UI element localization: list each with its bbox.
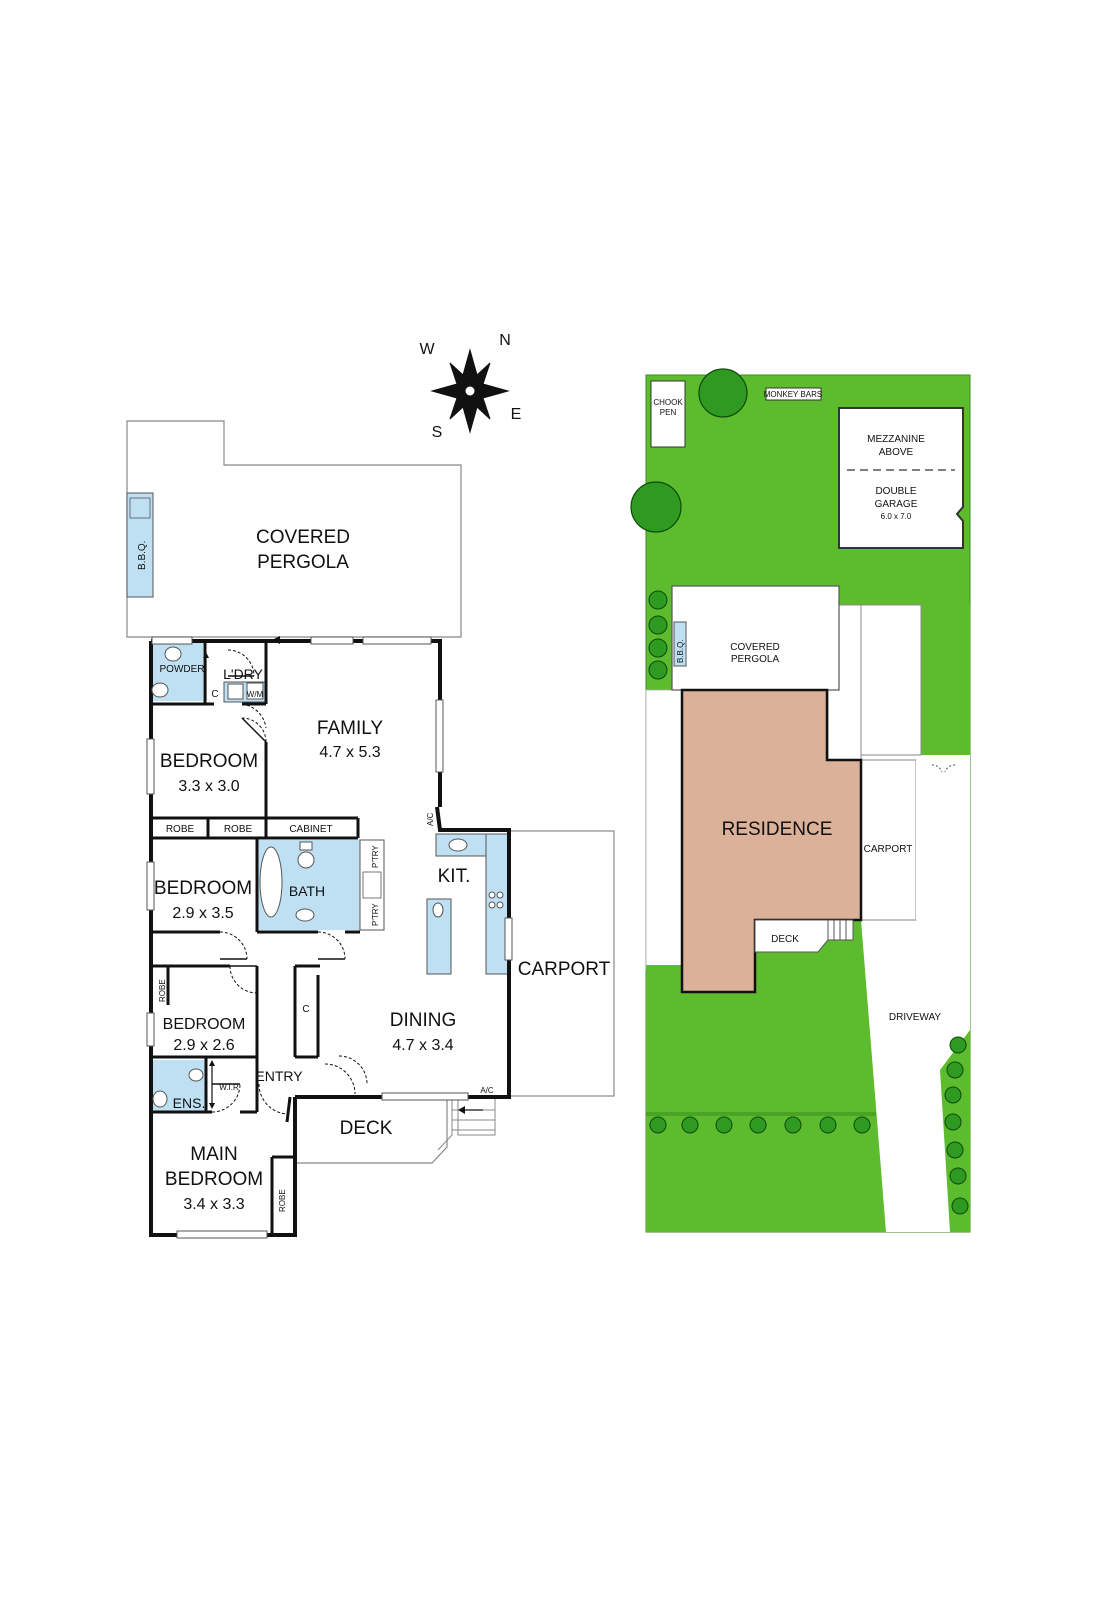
compass-w-label: W bbox=[419, 341, 435, 358]
garage-size: 6.0 x 7.0 bbox=[881, 512, 912, 521]
chook-pen bbox=[650, 380, 686, 448]
site-bbq-label: B.B.Q. bbox=[676, 639, 685, 663]
cabinet-label: CABINET bbox=[289, 824, 332, 835]
family-name: FAMILY bbox=[317, 718, 383, 739]
bedroom1-size: 3.3 x 3.0 bbox=[178, 778, 239, 795]
compass-s-label: S bbox=[432, 424, 443, 441]
lawn-front-left bbox=[646, 920, 886, 1232]
robe4-label: ROBE bbox=[278, 1189, 287, 1212]
ac1-label: A/C bbox=[426, 812, 435, 826]
site-pergola bbox=[671, 585, 840, 691]
chook-pen-line1: CHOOK bbox=[653, 398, 683, 407]
mezzanine-line1: MEZZANINE bbox=[867, 434, 925, 445]
site-pergola-line2: PERGOLA bbox=[731, 654, 780, 665]
bedroom2-name: BEDROOM bbox=[154, 878, 252, 899]
compass-e-label: E bbox=[511, 406, 522, 423]
robe1-label: ROBE bbox=[166, 824, 195, 835]
bedroom3-name: BEDROOM bbox=[163, 1016, 246, 1033]
side-path bbox=[645, 689, 683, 971]
driveway-label: DRIVEWAY bbox=[889, 1012, 942, 1023]
site-plan: MEZZANINE ABOVE DOUBLE GARAGE 6.0 x 7.0 … bbox=[630, 368, 971, 1233]
residence bbox=[680, 688, 863, 994]
washing-machine-label: W/M bbox=[247, 690, 264, 699]
windows bbox=[146, 636, 513, 1239]
monkey-bars-label: MONKEY BARS bbox=[764, 390, 823, 399]
shrubs bbox=[648, 590, 969, 1215]
main-bedroom-name-line1: MAIN bbox=[190, 1144, 238, 1165]
pergola-label-line2: PERGOLA bbox=[257, 552, 349, 573]
robe2-label: ROBE bbox=[224, 824, 253, 835]
monkey-bars bbox=[765, 387, 822, 401]
dining-name: DINING bbox=[390, 1010, 457, 1031]
dining-cupboard-label: C bbox=[302, 1004, 309, 1015]
site-carport-label: CARPORT bbox=[864, 844, 913, 855]
bedroom3-size: 2.9 x 2.6 bbox=[173, 1037, 234, 1054]
ensuite-label: ENS. bbox=[173, 1095, 206, 1111]
powder-label: POWDER bbox=[160, 664, 205, 675]
trees-large bbox=[630, 368, 748, 533]
carport-label: CARPORT bbox=[518, 959, 611, 980]
chook-pen-line2: PEN bbox=[660, 408, 677, 417]
robe3-label: ROBE bbox=[158, 979, 167, 1002]
main-bedroom-size: 3.4 x 3.3 bbox=[183, 1196, 244, 1213]
bedroom1-name: BEDROOM bbox=[160, 751, 258, 772]
deck-label: DECK bbox=[340, 1118, 393, 1139]
garage-line1: DOUBLE bbox=[875, 486, 916, 497]
pantry-unit bbox=[359, 839, 385, 931]
compass-rose: N E S W bbox=[419, 332, 521, 441]
ac2-label: A/C bbox=[480, 1086, 494, 1095]
entry-label: ENTRY bbox=[255, 1068, 303, 1084]
family-size: 4.7 x 5.3 bbox=[319, 744, 380, 761]
wir-label: W.I.R bbox=[219, 1083, 239, 1092]
garage-line2: GARAGE bbox=[875, 499, 918, 510]
garage bbox=[838, 407, 964, 549]
mezzanine-line2: ABOVE bbox=[879, 447, 914, 458]
residence-label: RESIDENCE bbox=[722, 819, 833, 840]
interior-walls bbox=[151, 641, 360, 1235]
floor-plan: B.B.Q. COVERED PERGOLA CARPORT DECK bbox=[126, 420, 615, 1239]
laundry-cupboard-label: C bbox=[211, 689, 218, 700]
carport-pad bbox=[860, 759, 917, 921]
dining-size: 4.7 x 3.4 bbox=[392, 1037, 453, 1054]
site-pergola-line1: COVERED bbox=[730, 642, 779, 653]
compass-n-label: N bbox=[499, 332, 511, 349]
site-deck-label: DECK bbox=[771, 934, 799, 945]
pantry1-label: P'TRY bbox=[371, 845, 380, 868]
bath-label: BATH bbox=[289, 883, 325, 899]
fixtures bbox=[151, 646, 504, 1108]
main-bedroom-name-line2: BEDROOM bbox=[165, 1169, 263, 1190]
site-deck bbox=[754, 919, 829, 953]
bbq-label: B.B.Q. bbox=[137, 541, 148, 570]
pergola-label-line1: COVERED bbox=[256, 527, 350, 548]
pergola-outline bbox=[126, 420, 462, 638]
kitchen-label: KIT. bbox=[438, 866, 471, 887]
door-swings bbox=[211, 649, 368, 1115]
bedroom2-size: 2.9 x 3.5 bbox=[172, 905, 233, 922]
bbq-bench bbox=[126, 492, 154, 598]
pantry2-label: P'TRY bbox=[371, 903, 380, 926]
laundry-label: L'DRY bbox=[223, 666, 263, 682]
